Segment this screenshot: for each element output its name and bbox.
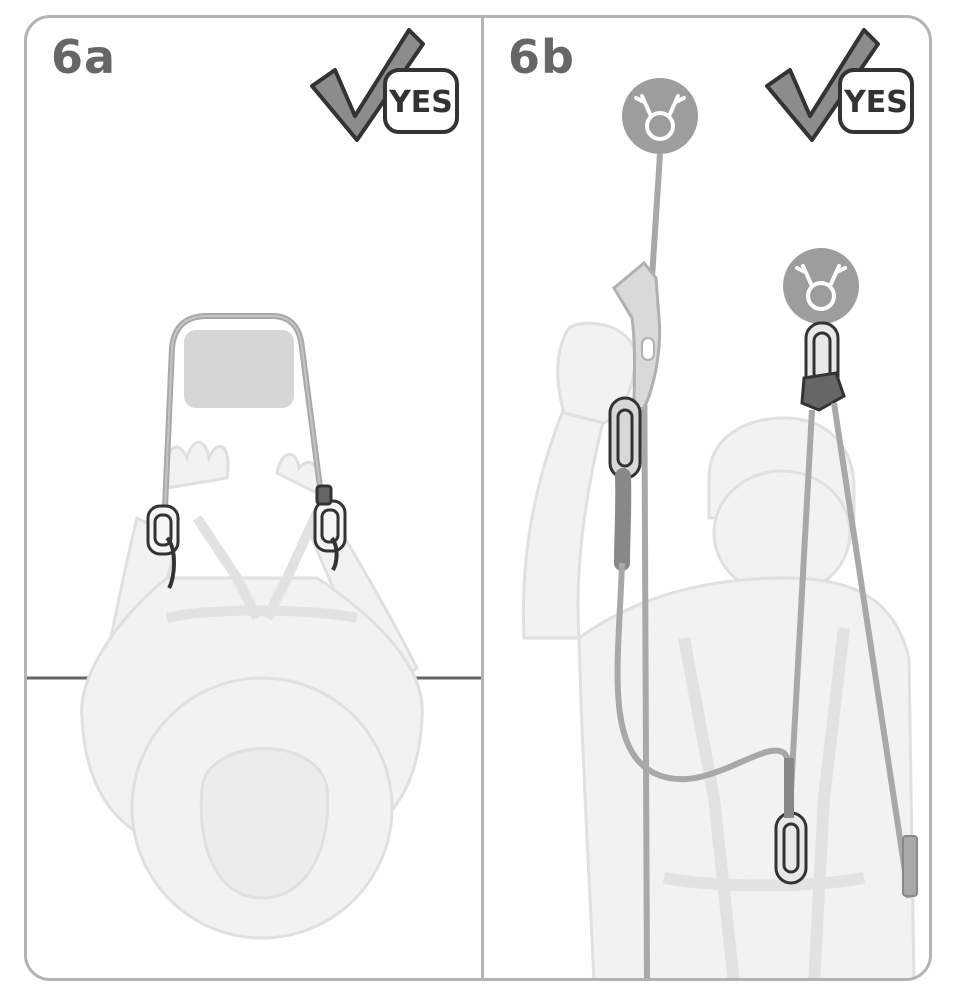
anchor-point-icon <box>783 248 859 324</box>
stretcher-bridle <box>162 313 325 509</box>
rope <box>641 317 650 978</box>
yes-text: YES <box>843 85 908 120</box>
yes-text: YES <box>388 85 453 120</box>
panel-6a: YES 6a <box>27 18 481 978</box>
yes-approval-badge: YES <box>765 28 914 142</box>
diagram-frame: YES 6a <box>24 15 932 981</box>
panel-label-6b: 6b <box>508 30 575 84</box>
illustration-6a: YES <box>27 28 481 940</box>
lanyard-sleeve <box>614 468 632 571</box>
rope-grab-icon <box>612 260 662 412</box>
checkmark-icon <box>310 28 425 142</box>
rescuer-figure-top-view <box>80 440 424 940</box>
harness-straps <box>663 627 865 978</box>
carabiner-icon <box>774 811 808 885</box>
descender-device <box>800 371 846 412</box>
carabiner-icon <box>146 504 180 590</box>
rope <box>831 402 912 899</box>
panel-divider <box>481 18 484 978</box>
carabiner-icon <box>313 484 347 571</box>
stretcher-pad <box>184 330 294 408</box>
illustration-6b: YES <box>521 28 918 978</box>
rope <box>649 153 663 279</box>
yes-approval-badge: YES <box>310 28 459 142</box>
yes-box <box>383 68 459 134</box>
rope-end-tail <box>902 835 918 897</box>
panel-6b: YES 6b <box>484 18 929 978</box>
yes-box <box>838 68 914 134</box>
panel-label-6a: 6a <box>51 30 117 84</box>
carabiner-icon <box>608 396 642 480</box>
anchor-point-icon <box>622 78 698 154</box>
harness-straps <box>165 510 358 623</box>
checkmark-icon <box>765 28 880 142</box>
